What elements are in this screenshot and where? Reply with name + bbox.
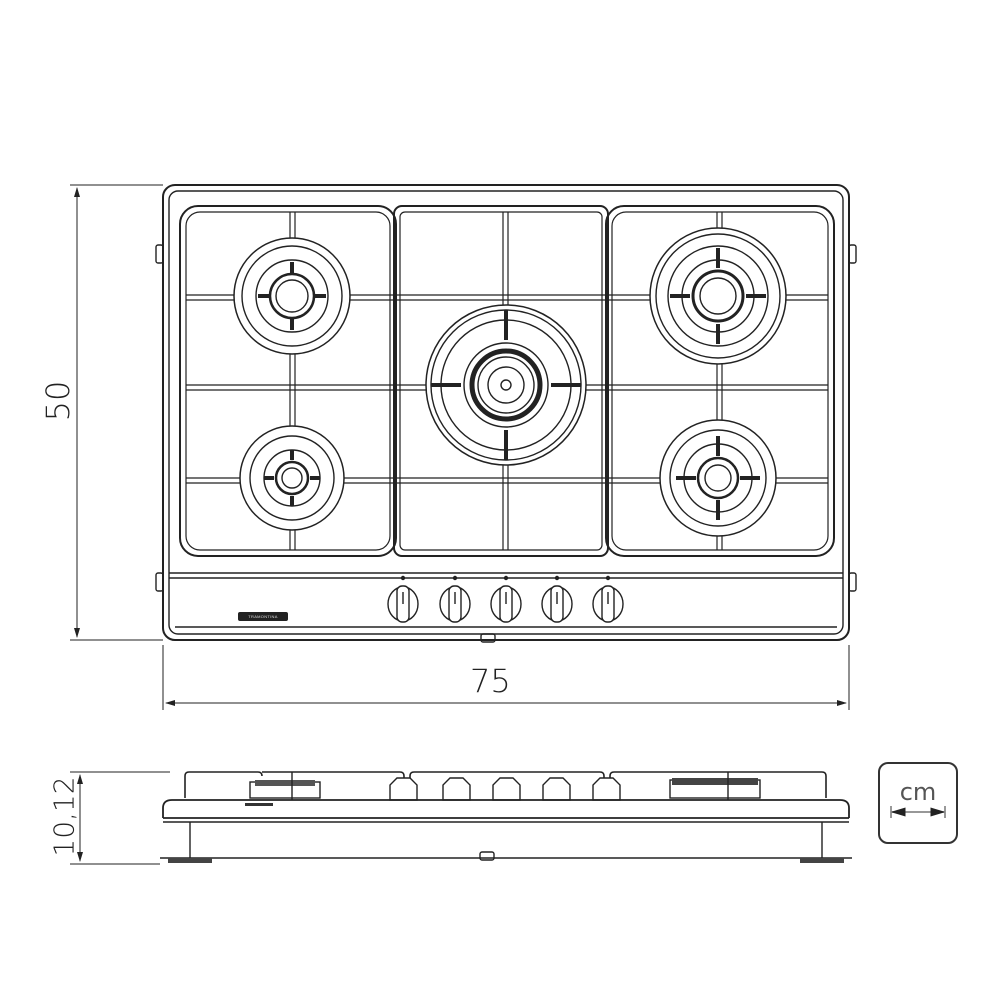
- knob-4: [541, 575, 573, 623]
- height-dimension: [70, 184, 163, 641]
- height-dimension-label: 50: [39, 380, 77, 422]
- width-dimension-label: 75: [470, 662, 511, 700]
- width-dimension: [162, 645, 850, 710]
- knob-2: [439, 575, 471, 623]
- brand-badge: TRAMONTINA: [238, 612, 288, 621]
- depth-dimension-label: 10,12: [47, 776, 81, 857]
- grate-left: [179, 205, 397, 557]
- knob-1: [387, 575, 419, 623]
- control-knobs: [387, 575, 624, 623]
- unit-badge: cm: [878, 762, 958, 844]
- top-view: [155, 184, 857, 643]
- burner-front-left: [239, 425, 345, 531]
- side-view: [160, 771, 852, 863]
- knob-3: [490, 575, 522, 623]
- unit-label: cm: [899, 778, 937, 806]
- burner-back-left: [233, 237, 351, 355]
- grate-right: [605, 205, 835, 557]
- width-arrow-icon: [890, 806, 946, 818]
- knob-5: [592, 575, 624, 623]
- grate-center: [393, 205, 609, 557]
- depth-dimension: [70, 771, 170, 865]
